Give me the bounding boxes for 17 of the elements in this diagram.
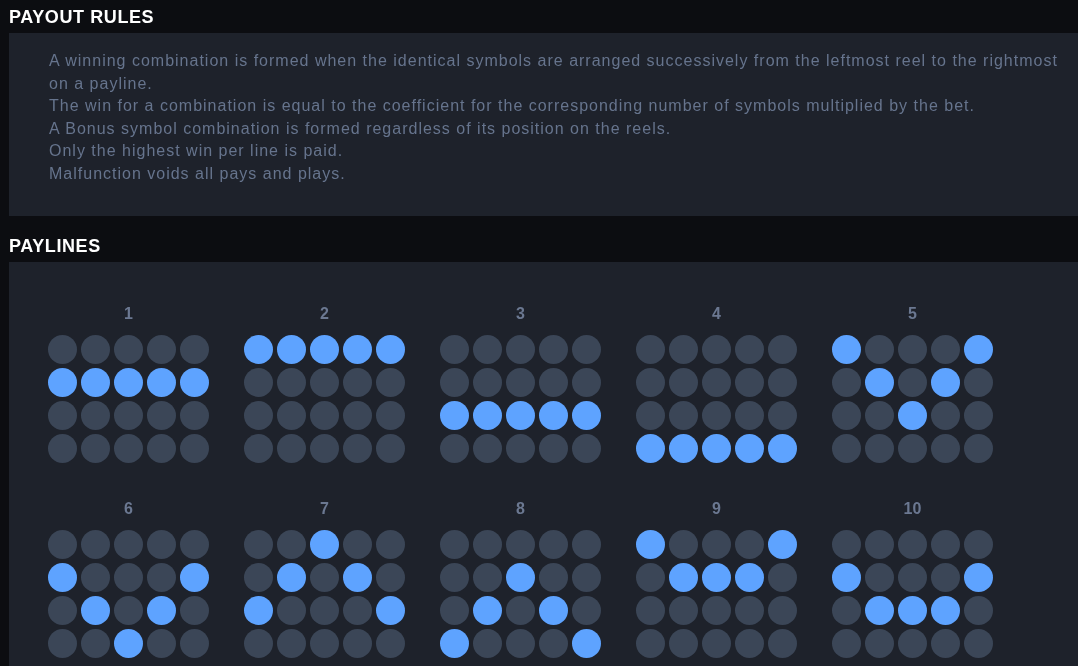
payline-number: 4 [712, 304, 721, 324]
section-heading: PAYLINES [9, 234, 101, 257]
payline-number: 8 [516, 499, 525, 519]
rule-text: A winning combination is formed when the identical symbols are arranged successively from the leftmost reel to the rightmost on a payline. [49, 51, 1059, 94]
rule-text: The win for a combination is equal to the coefficient for the corresponding number of symbols multiplied by the bet. [49, 96, 975, 117]
payline-number: 9 [712, 499, 721, 519]
payline-number: 7 [320, 499, 329, 519]
payline-number: 6 [124, 499, 133, 519]
payline-number: 3 [516, 304, 525, 324]
payline-number: 5 [908, 304, 917, 324]
rule-text: Only the highest win per line is paid. [49, 141, 344, 162]
rule-text: Malfunction voids all pays and plays. [49, 163, 346, 184]
payline-number: 2 [320, 304, 329, 324]
rule-text: A Bonus symbol combination is formed regardless of its position on the reels. [49, 118, 672, 139]
section-heading: PAYOUT RULES [9, 5, 155, 28]
payline-number: 10 [903, 499, 922, 519]
payline-number: 1 [124, 304, 133, 324]
